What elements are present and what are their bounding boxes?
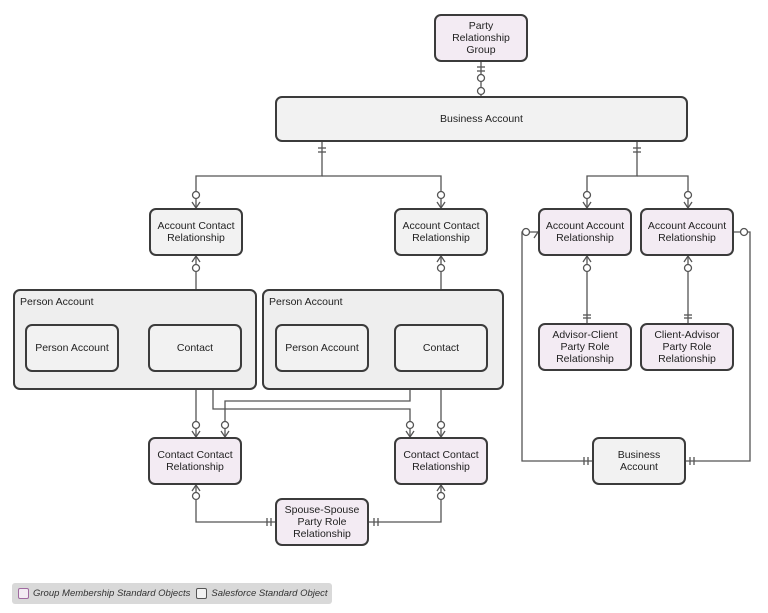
cardinality-circle <box>191 263 201 273</box>
cardinality-circle <box>582 190 592 200</box>
contact-right-node: Contact <box>394 324 488 372</box>
cardinality-circle <box>476 73 486 83</box>
cardinality-circle <box>191 491 201 501</box>
client-advisor-party-role-relationship-node: Client-Advisor Party Role Relationship <box>640 323 734 371</box>
contact-contact-relationship-left-node: Contact Contact Relationship <box>148 437 242 485</box>
cardinality-circle <box>405 420 415 430</box>
contact-contact-relationship-right-node: Contact Contact Relationship <box>394 437 488 485</box>
crows-foot <box>582 254 592 263</box>
connector-line <box>195 485 275 523</box>
contact-left-node: Contact <box>148 324 242 372</box>
legend-group-membership-label: Group Membership Standard Objects <box>33 588 191 599</box>
business-account-bottom-node: Business Account <box>592 437 686 485</box>
cardinality-circle <box>436 190 446 200</box>
party-relationship-group-node: Party Relationship Group <box>434 14 528 62</box>
connector-line <box>637 175 689 208</box>
crows-foot <box>436 254 446 263</box>
account-contact-relationship-left-node: Account Contact Relationship <box>149 208 243 256</box>
account-account-relationship-right-node: Account Account Relationship <box>640 208 734 256</box>
spouse-spouse-party-role-relationship-node: Spouse-Spouse Party Role Relationship <box>275 498 369 546</box>
crows-foot <box>191 254 201 263</box>
business-account-top-node: Business Account <box>275 96 688 142</box>
account-contact-relationship-right-node: Account Contact Relationship <box>394 208 488 256</box>
cardinality-circle <box>436 491 446 501</box>
person-account-container-label: Person Account <box>20 296 94 308</box>
connector-line <box>369 485 442 523</box>
salesforce-standard-swatch <box>196 588 208 599</box>
cardinality-circle <box>191 190 201 200</box>
legend-salesforce-standard-label: Salesforce Standard Object <box>211 588 328 599</box>
cardinality-circle <box>436 263 446 273</box>
crows-foot <box>683 254 693 263</box>
person-account-right-node: Person Account <box>275 324 369 372</box>
cardinality-circle <box>683 263 693 273</box>
advisor-client-party-role-relationship-node: Advisor-Client Party Role Relationship <box>538 323 632 371</box>
cardinality-circle <box>683 190 693 200</box>
person-account-left-node: Person Account <box>25 324 119 372</box>
cardinality-circle <box>582 263 592 273</box>
legend: Group Membership Standard Objects Salesf… <box>12 583 332 604</box>
person-account-container-label: Person Account <box>269 296 343 308</box>
crows-foot <box>191 483 201 492</box>
cardinality-circle <box>476 86 486 96</box>
cardinality-circle <box>191 420 201 430</box>
connector-line <box>586 142 638 208</box>
group-membership-swatch <box>18 588 29 599</box>
cardinality-circle <box>739 227 749 237</box>
cardinality-circle <box>220 420 230 430</box>
account-account-relationship-left-node: Account Account Relationship <box>538 208 632 256</box>
crows-foot <box>436 483 446 492</box>
cardinality-circle <box>521 227 531 237</box>
connector-line <box>322 175 442 208</box>
connector-line <box>195 142 323 208</box>
cardinality-circle <box>436 420 446 430</box>
